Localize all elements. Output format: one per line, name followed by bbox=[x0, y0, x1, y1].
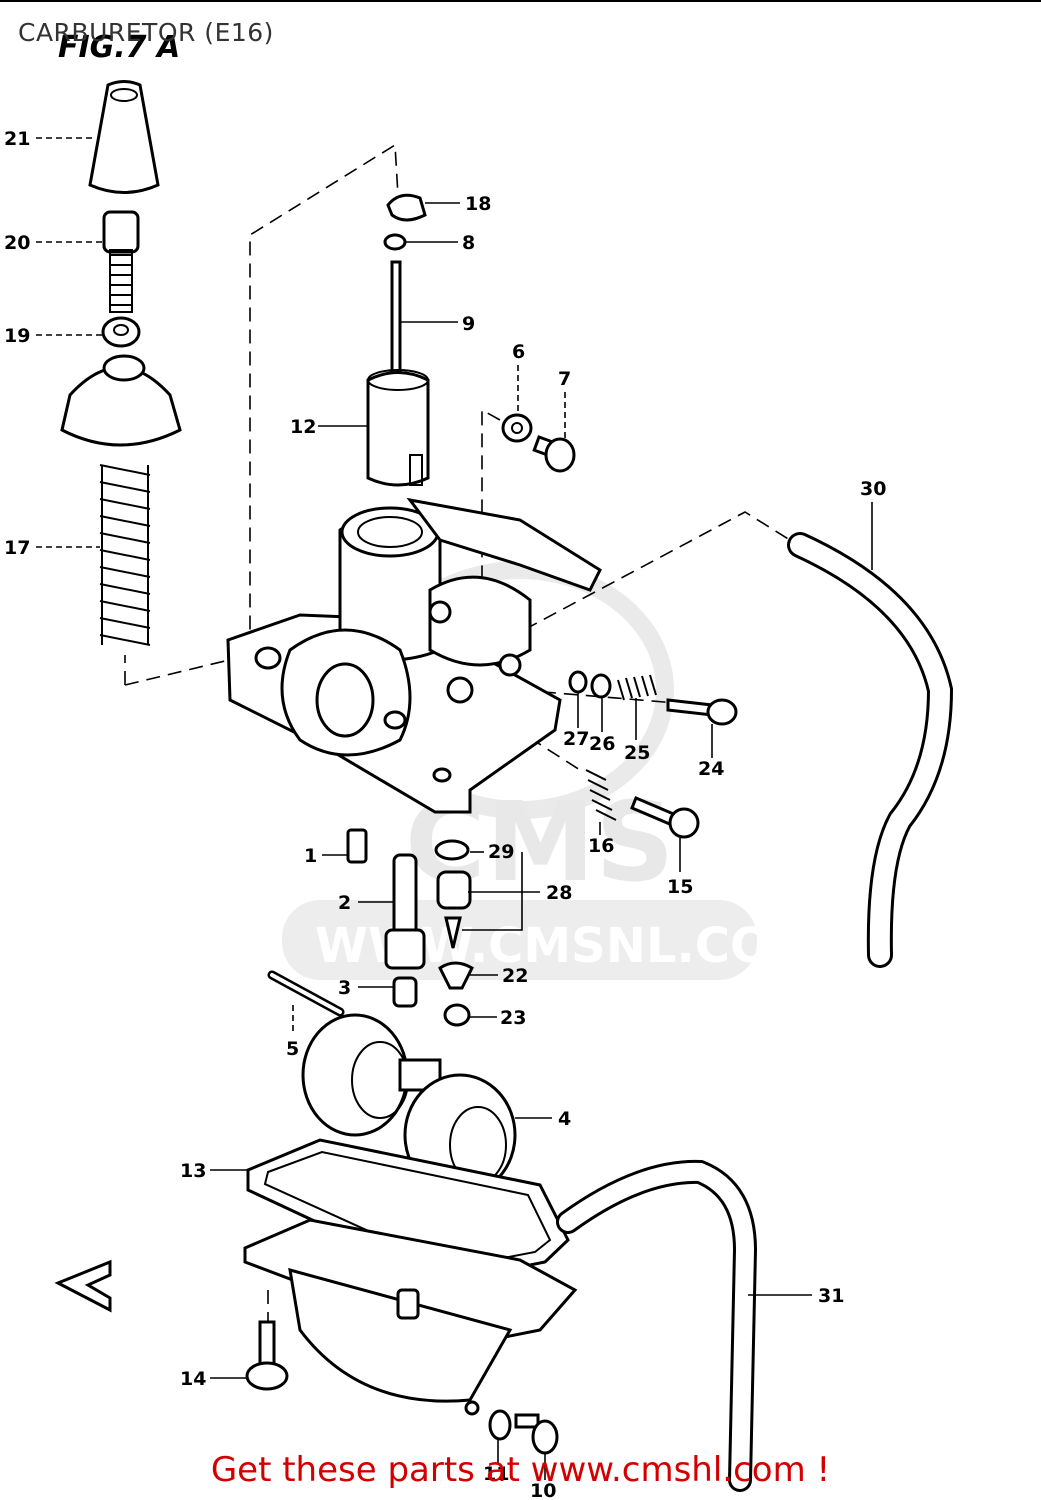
label-part-17: 17 bbox=[4, 537, 30, 559]
part-29-washer bbox=[434, 839, 470, 861]
leader-lines bbox=[36, 137, 873, 1480]
label-part-20: 20 bbox=[4, 232, 30, 254]
part-13-gasket bbox=[246, 1138, 570, 1284]
label-part-21: 21 bbox=[4, 128, 30, 150]
part-number-labels: 21 20 19 17 18 8 9 12 6 7 30 27 26 25 24… bbox=[4, 128, 886, 1500]
label-part-22: 22 bbox=[502, 965, 528, 987]
part-16-spring bbox=[585, 769, 617, 821]
part-23-screw bbox=[443, 1003, 471, 1027]
assembly-line-hose bbox=[504, 511, 791, 641]
footer-link[interactable]: Get these parts at www.cmshl.com ! bbox=[210, 1450, 831, 1490]
part-24-air-screw bbox=[666, 698, 738, 726]
label-part-4: 4 bbox=[558, 1108, 571, 1130]
part-14-screw bbox=[245, 1320, 289, 1391]
float-bowl bbox=[243, 1218, 578, 1416]
part-27-oring bbox=[568, 670, 588, 694]
label-part-9: 9 bbox=[462, 313, 475, 335]
label-part-11: 11 bbox=[483, 1463, 509, 1485]
part-carb-top bbox=[60, 354, 182, 447]
part-1-pilot-jet bbox=[346, 828, 368, 864]
label-part-23: 23 bbox=[500, 1007, 526, 1029]
label-part-1: 1 bbox=[304, 845, 317, 867]
front-arrow-icon bbox=[54, 1259, 112, 1313]
assembly-line-screw bbox=[481, 408, 501, 640]
label-part-14: 14 bbox=[180, 1368, 206, 1390]
label-part-16: 16 bbox=[588, 835, 614, 857]
label-part-5: 5 bbox=[286, 1038, 299, 1060]
part-3-main-jet bbox=[392, 976, 418, 1008]
part-17-spring bbox=[99, 464, 151, 646]
label-part-13: 13 bbox=[180, 1160, 206, 1182]
label-part-31: 31 bbox=[818, 1285, 844, 1307]
label-part-12: 12 bbox=[290, 416, 316, 438]
part-26-washer bbox=[590, 673, 612, 699]
page-title: CARBURETOR (E16) bbox=[18, 18, 274, 47]
part-11-gasket bbox=[488, 1409, 512, 1441]
label-part-29: 29 bbox=[488, 841, 514, 863]
part-6-washer bbox=[501, 413, 533, 443]
assembly-line-cable bbox=[124, 143, 399, 686]
part-8-ring bbox=[383, 233, 407, 251]
label-part-8: 8 bbox=[462, 232, 475, 254]
part-31-drain-hose bbox=[556, 1159, 758, 1492]
assembly-line-air-screw bbox=[519, 689, 701, 706]
label-part-18: 18 bbox=[465, 193, 491, 215]
part-12-valve bbox=[366, 369, 430, 487]
label-part-30: 30 bbox=[860, 478, 886, 500]
label-part-3: 3 bbox=[338, 977, 351, 999]
part-7-screw bbox=[532, 435, 576, 473]
part-21-cap bbox=[88, 80, 160, 194]
label-part-19: 19 bbox=[4, 325, 30, 347]
part-19-nut bbox=[101, 316, 141, 348]
label-part-28: 28 bbox=[546, 882, 572, 904]
label-part-6: 6 bbox=[512, 341, 525, 363]
label-part-2: 2 bbox=[338, 892, 351, 914]
label-part-27: 27 bbox=[563, 728, 589, 750]
label-part-25: 25 bbox=[624, 742, 650, 764]
label-part-7: 7 bbox=[558, 368, 571, 390]
part-2-needle-jet bbox=[384, 853, 426, 970]
carburetor-body bbox=[226, 497, 602, 814]
part-22-plate bbox=[438, 961, 474, 990]
part-5-float-pin bbox=[267, 970, 345, 1017]
part-25-spring bbox=[617, 674, 657, 701]
label-part-10: 10 bbox=[530, 1480, 556, 1500]
figure-label: FIG.7 A bbox=[58, 30, 181, 65]
part-10-drain-screw bbox=[514, 1413, 559, 1455]
label-part-26: 26 bbox=[589, 733, 615, 755]
part-15-stop-screw bbox=[630, 796, 700, 839]
part-20-adjuster bbox=[102, 210, 140, 313]
part-28-needle-valve bbox=[436, 870, 472, 949]
part-18-plate bbox=[386, 193, 427, 222]
label-part-24: 24 bbox=[698, 758, 724, 780]
label-part-15: 15 bbox=[667, 876, 693, 898]
part-30-hose bbox=[787, 532, 954, 968]
top-rule bbox=[0, 0, 1041, 2]
